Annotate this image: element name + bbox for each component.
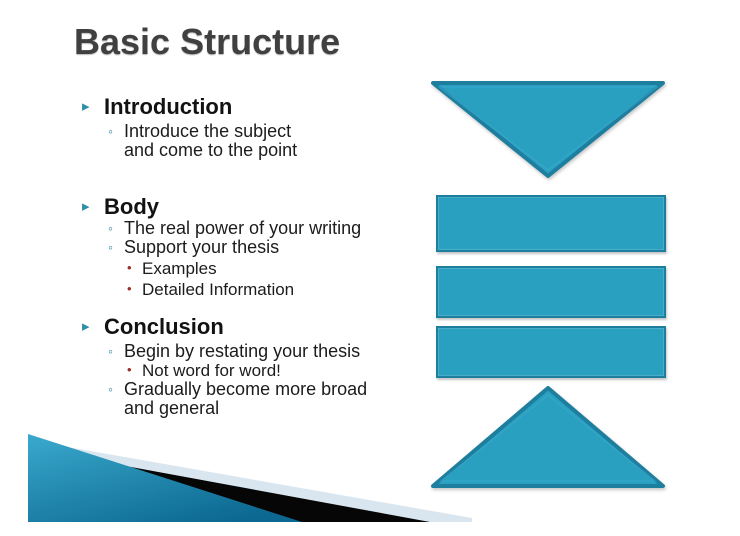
circle-bullet-icon: ◦ xyxy=(108,220,113,236)
triangle-down-shape xyxy=(431,81,665,178)
list-item-text: Examples xyxy=(142,259,217,278)
arrow-bullet-icon: ▸ xyxy=(82,198,90,215)
triangle-down-polygon xyxy=(431,81,665,178)
rectangle-1-shape xyxy=(436,195,666,252)
heading-introduction: ▸ Introduction xyxy=(80,95,448,119)
list-item-text: Introduce the subject and come to the po… xyxy=(124,122,448,160)
list-item-line: and come to the point xyxy=(124,140,298,160)
triangle-up-inner-line xyxy=(438,394,658,482)
heading-label: Body xyxy=(104,194,159,219)
list-item-line: Introduce the subject xyxy=(124,121,292,141)
heading-conclusion: ▸ Conclusion xyxy=(80,315,448,339)
list-item: ◦ Introduce the subject and come to the … xyxy=(80,122,448,160)
list-item-text: Begin by restating your thesis xyxy=(124,341,361,361)
dot-bullet-icon: • xyxy=(127,281,132,296)
list-item: ◦ Gradually become more broad and genera… xyxy=(80,380,448,418)
list-item-text: Support your thesis xyxy=(124,237,280,257)
circle-bullet-icon: ◦ xyxy=(108,381,113,397)
heading-body: ▸ Body xyxy=(80,195,448,219)
dot-bullet-icon: • xyxy=(127,260,132,275)
outline: ▸ Introduction ◦ Introduce the subject a… xyxy=(80,95,448,418)
corner-decoration xyxy=(28,434,472,522)
rectangle-3-shape xyxy=(436,326,666,378)
circle-bullet-icon: ◦ xyxy=(108,343,113,359)
list-item: • Not word for word! xyxy=(80,361,448,380)
list-item: ◦ The real power of your writing xyxy=(80,219,448,238)
list-item-text: The real power of your writing xyxy=(124,218,362,238)
arrow-bullet-icon: ▸ xyxy=(82,98,90,115)
heading-label: Conclusion xyxy=(104,314,224,339)
triangle-down-inner-line xyxy=(436,86,660,171)
teal-wedge xyxy=(28,434,302,522)
dot-bullet-icon: • xyxy=(127,362,132,377)
list-item-text: Detailed Information xyxy=(142,280,295,299)
list-item-line: Gradually become more broad xyxy=(124,379,368,399)
list-item: • Examples xyxy=(80,259,448,278)
list-item-text: Not word for word! xyxy=(142,361,281,380)
circle-bullet-icon: ◦ xyxy=(108,239,113,255)
list-item-text: Gradually become more broad and general xyxy=(124,380,448,418)
slide-title: Basic Structure xyxy=(74,21,341,62)
list-item: ◦ Begin by restating your thesis xyxy=(80,342,448,361)
circle-bullet-icon: ◦ xyxy=(108,123,113,139)
arrow-bullet-icon: ▸ xyxy=(82,318,90,335)
list-item-line: and general xyxy=(124,398,220,418)
heading-label: Introduction xyxy=(104,94,233,119)
list-item: ◦ Support your thesis xyxy=(80,238,448,257)
triangle-up-shape xyxy=(431,386,665,488)
list-item: • Detailed Information xyxy=(80,280,448,299)
rectangle-2-shape xyxy=(436,266,666,318)
triangle-up-polygon xyxy=(431,386,665,488)
